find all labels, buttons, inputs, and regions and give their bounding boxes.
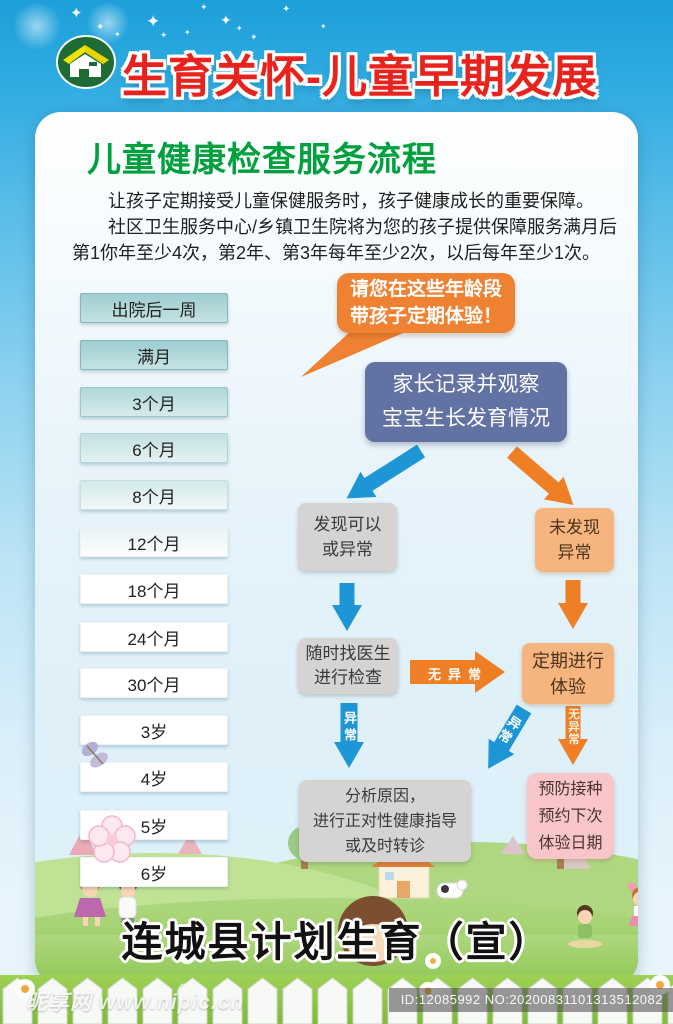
age-box: 3个月: [80, 387, 228, 417]
watermark-id: ID:12085992 NO:20200831101313512082: [388, 988, 673, 1012]
box-line: 家长记录并观察: [392, 373, 540, 396]
box-line: 或及时转诊: [344, 837, 425, 855]
sparkle-icon: ✦: [200, 2, 208, 12]
age-box: 8个月: [80, 480, 228, 510]
bubble-line: 带孩子定期体验！: [349, 306, 502, 327]
section-heading: 儿童健康检查服务流程: [87, 141, 437, 179]
sparkle-icon: ✦: [160, 30, 168, 40]
age-box: 30个月: [80, 668, 228, 698]
no-abnormal-box: 未发现 异常: [535, 508, 614, 572]
parent-observe-box: 家长记录并观察 宝宝生长发育情况: [365, 362, 567, 442]
sparkle-icon: ✦: [70, 5, 83, 22]
house-logo-icon: [55, 33, 117, 96]
box-line: 体验: [550, 676, 586, 697]
vaccination-box: 预防接种 预约下次 体验日期: [527, 773, 614, 859]
abnormal-found-box: 发现可以 或异常: [298, 503, 397, 571]
box-line: 定期进行: [532, 650, 604, 671]
age-box: 12个月: [80, 527, 228, 557]
box-line: 未发现: [549, 518, 600, 537]
box-line: 预防接种: [538, 780, 603, 798]
footer-title: 连城县计划生育（宣）: [121, 919, 552, 965]
age-box: 6个月: [80, 433, 228, 463]
sparkle-icon: ✦: [236, 24, 243, 33]
see-doctor-box: 随时找医生 进行检查: [298, 638, 398, 694]
age-box: 24个月: [80, 622, 228, 652]
bubble-line: 请您在这些年龄段: [349, 279, 502, 300]
sparkle-icon: ✦: [184, 28, 191, 37]
age-box: 出院后一周: [80, 293, 228, 323]
arrow-label-no-abnormal: 无异常: [427, 667, 488, 682]
age-box: 4岁: [80, 762, 228, 792]
box-line: 宝宝生长发育情况: [382, 407, 550, 430]
sparkle-icon: ✦: [282, 4, 291, 15]
sparkle-icon: ✦: [250, 32, 258, 42]
age-box: 满月: [80, 340, 228, 370]
box-line: 分析原因，: [344, 787, 425, 805]
sparkle-icon: ✦: [320, 22, 327, 31]
box-line: 进行正对性健康指导: [312, 812, 457, 830]
sparkle-icon: ✦: [114, 30, 121, 39]
intro-paragraph: 让孩子定期接受儿童保健服务时，孩子健康成长的重要保障。 社区卫生服务中心/乡镇卫…: [72, 188, 620, 266]
box-line: 发现可以: [313, 515, 382, 534]
reminder-speech-bubble: 请您在这些年龄段 带孩子定期体验！: [337, 273, 515, 333]
box-line: 进行检查: [314, 668, 382, 687]
age-box: 18个月: [80, 574, 228, 604]
watermark-site: 昵享网 www.nipic.cn: [26, 991, 245, 1014]
intro-line: 第1你年至少4次，第2年、第3年每年至少2次，以后每年至少1次。: [72, 243, 601, 263]
periodic-checkup-box: 定期进行 体验: [522, 643, 614, 704]
box-line: 预约下次: [538, 807, 603, 825]
box-line: 随时找医生: [305, 644, 391, 663]
box-line: 或异常: [322, 540, 373, 559]
butterfly-icon: [81, 741, 108, 768]
meadow-illustration: [35, 820, 638, 985]
intro-line: 让孩子定期接受儿童保健服务时，孩子健康成长的重要保障。: [108, 191, 594, 211]
age-box: 3岁: [80, 715, 228, 745]
sparkle-icon: ✦: [146, 12, 161, 31]
sparkle-icon: ✦: [220, 12, 232, 28]
main-panel: 儿童健康检查服务流程 让孩子定期接受儿童保健服务时，孩子健康成长的重要保障。 社…: [35, 112, 638, 985]
box-line: 体验日期: [538, 834, 603, 852]
poster-title: 生育关怀-儿童早期发展: [122, 51, 598, 102]
analyze-cause-box: 分析原因， 进行正对性健康指导 或及时转诊: [299, 780, 471, 862]
flower-icon: [88, 815, 136, 863]
intro-line: 社区卫生服务中心/乡镇卫生院将为您的孩子提供保障服务满月后: [108, 217, 617, 237]
box-line: 异常: [557, 543, 592, 562]
bokeh-glow: [14, 0, 60, 52]
sparkle-icon: ✦: [96, 22, 105, 33]
